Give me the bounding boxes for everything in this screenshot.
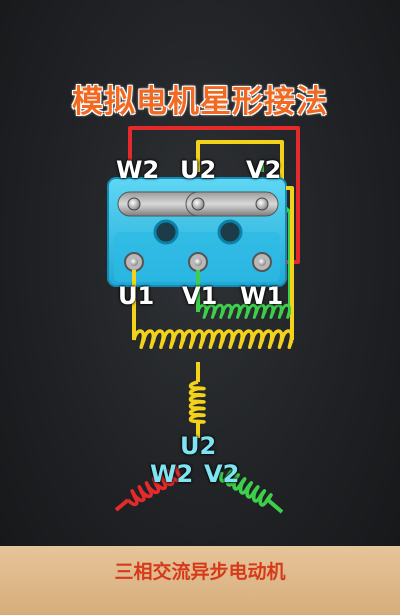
coil-v-horizontal: [196, 303, 292, 319]
caption-subtitle: 三相交流异步电动机: [114, 561, 286, 583]
terminal-label-u2: U2: [180, 156, 217, 184]
wire-u-upper: [196, 140, 284, 188]
star-label-u2: U2: [180, 432, 217, 460]
terminal-label-v1: V1: [182, 282, 218, 310]
star-lead-v: [266, 498, 284, 514]
star-coil-v: [219, 469, 273, 507]
star-lead-w: [114, 498, 130, 512]
star-shorting-bars: [117, 191, 279, 217]
star-coil-w: [126, 465, 182, 507]
star-label-w2: W2: [150, 460, 194, 488]
bottom-banner: [0, 546, 400, 615]
bottom-terminal-bolts: [124, 252, 272, 272]
terminal-label-u1: U1: [118, 282, 155, 310]
terminal-label-v2: V2: [246, 156, 282, 184]
page-title: 模拟电机星形接法: [72, 84, 328, 120]
terminal-label-w1: W1: [240, 282, 284, 310]
terminal-label-w2: W2: [116, 156, 160, 184]
coil-u-horizontal: [132, 329, 294, 349]
wire-u-lower: [132, 186, 294, 340]
star-label-v2: V2: [204, 460, 240, 488]
star-coil-u: [188, 380, 206, 424]
